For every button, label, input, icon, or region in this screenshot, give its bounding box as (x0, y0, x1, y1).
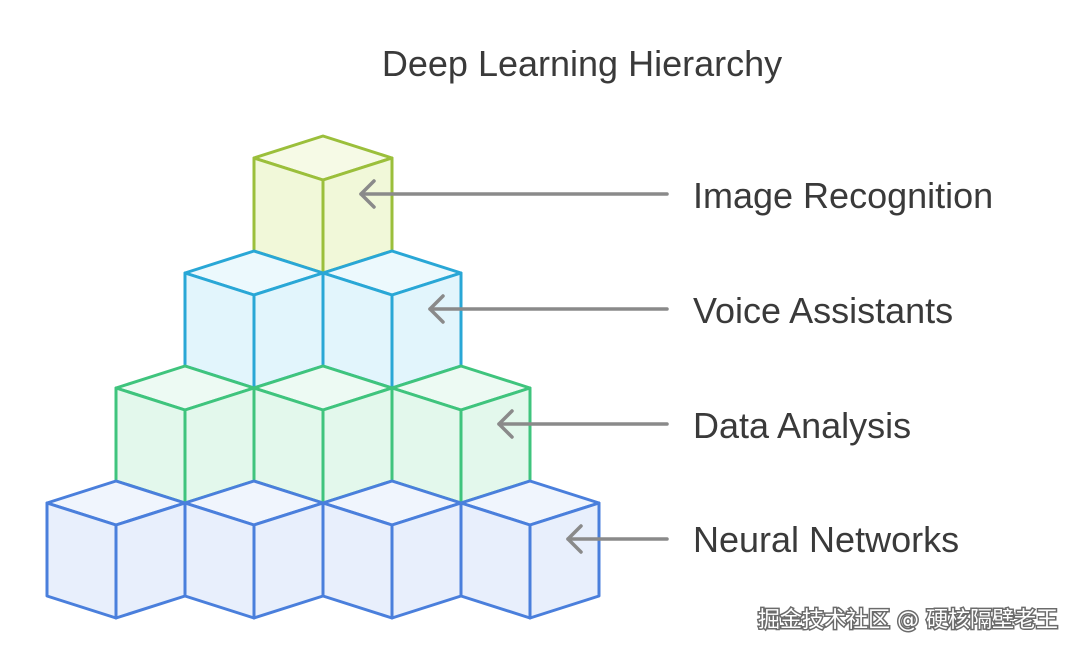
level-labels: Image Recognition Voice Assistants Data … (693, 175, 993, 560)
level-label-neural-networks: Neural Networks (693, 519, 959, 560)
cube-left-face (183, 501, 256, 620)
arrow-data-analysis (497, 409, 669, 439)
cube-right-face (390, 501, 463, 620)
arrow-head (566, 524, 583, 554)
level-label-voice-assistants: Voice Assistants (693, 290, 953, 331)
cube-right-face (528, 501, 601, 620)
arrows (359, 179, 669, 554)
arrow-image-recognition (359, 179, 669, 209)
arrow-head (428, 294, 445, 324)
cube-data-analysis-2 (252, 364, 394, 505)
cube-right-face (114, 501, 187, 620)
cube-left-face (45, 501, 118, 620)
cube-voice-assistants-1 (183, 249, 325, 390)
diagram-title: Deep Learning Hierarchy (382, 43, 782, 84)
level-label-data-analysis: Data Analysis (693, 405, 911, 446)
cube-image-recognition-1 (252, 134, 394, 275)
cube-neural-networks-2 (183, 479, 325, 620)
watermark: 掘金技术社区 @ 硬核隔壁老王 (758, 608, 1058, 633)
arrow-head (497, 409, 514, 439)
cube-data-analysis-1 (114, 364, 256, 505)
cube-neural-networks-3 (321, 479, 463, 620)
cube-voice-assistants-2 (321, 249, 463, 390)
cube-left-face (321, 501, 394, 620)
arrow-voice-assistants (428, 294, 669, 324)
cube-right-face (252, 501, 325, 620)
cube-pyramid (45, 134, 601, 620)
level-label-image-recognition: Image Recognition (693, 175, 993, 216)
cube-neural-networks-1 (45, 479, 187, 620)
cube-neural-networks-4 (459, 479, 601, 620)
arrow-neural-networks (566, 524, 669, 554)
arrow-head (359, 179, 376, 209)
cube-left-face (459, 501, 532, 620)
